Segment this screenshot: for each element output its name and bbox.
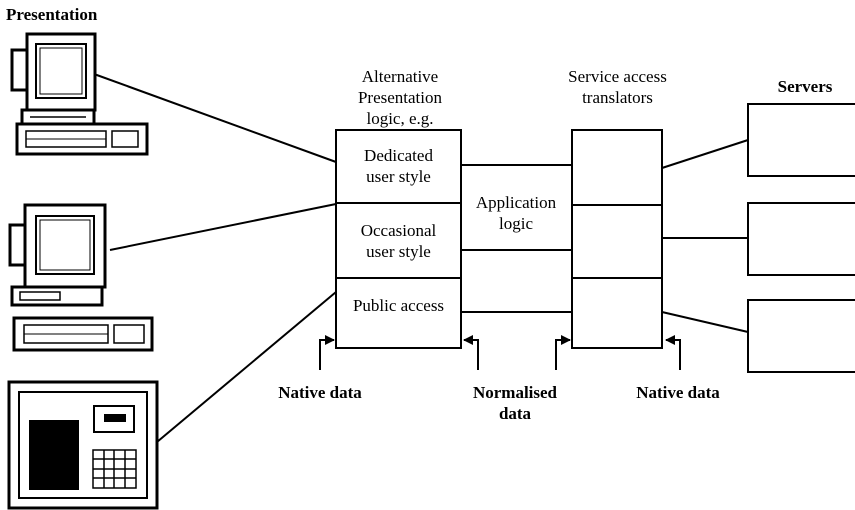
desktop-computer-icon xyxy=(8,203,154,352)
native-data-label: Native data xyxy=(636,383,720,402)
kiosk-terminal-icon xyxy=(7,380,159,510)
dedicated-user-style-label: Dedicated user style xyxy=(364,146,433,186)
connector-line xyxy=(93,73,337,163)
normalised-data-label: Normalised data xyxy=(472,383,558,423)
service-access-translators-label: Service access translators xyxy=(568,67,667,107)
native-data-label: Native data xyxy=(278,383,362,402)
server-box xyxy=(747,299,855,373)
connector-line xyxy=(661,139,749,169)
connector-line xyxy=(109,203,337,251)
presentation-logic-box xyxy=(335,129,462,349)
connector-line xyxy=(156,291,337,443)
service-access-translators-box xyxy=(571,129,663,349)
normalised-data-arrow xyxy=(463,335,479,370)
occasional-user-style-label: Occasional user style xyxy=(360,221,437,261)
native-data-arrow xyxy=(319,335,335,370)
application-logic-label: Application logic xyxy=(475,193,557,233)
normalised-data-arrow xyxy=(555,335,571,370)
server-box xyxy=(747,202,855,276)
desktop-computer-icon xyxy=(10,32,149,156)
servers-label: Servers xyxy=(777,77,833,96)
server-box xyxy=(747,103,855,177)
native-data-arrow xyxy=(665,335,681,370)
public-access-label: Public access xyxy=(352,296,445,315)
connector-line xyxy=(661,311,749,333)
presentation-label: Presentation xyxy=(6,5,98,24)
alternative-presentation-label: Alternative Presentation logic, e.g. xyxy=(357,67,443,128)
